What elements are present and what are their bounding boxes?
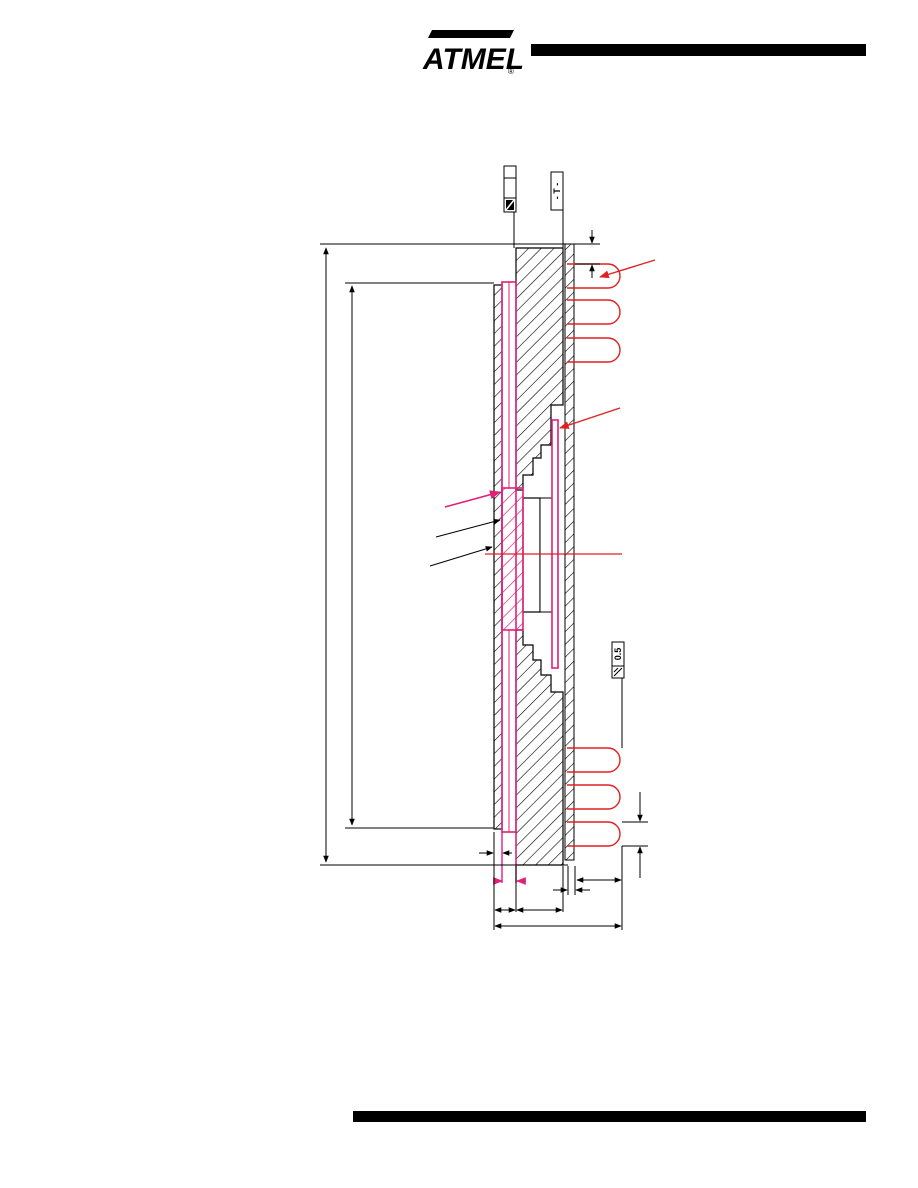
footer-bar — [353, 1111, 866, 1122]
header-bar — [531, 44, 866, 56]
lead-callouts — [444, 259, 656, 847]
flatness-value: 0.5 — [613, 648, 623, 661]
datum-t-label: - T - — [552, 183, 562, 200]
leader-arrow-1 — [435, 518, 501, 538]
datum-frame-t: - T - — [550, 171, 564, 248]
logo-text: ATMEL — [422, 43, 524, 76]
dimension-lines — [320, 230, 648, 930]
flatness-frame: 0.5 — [611, 641, 625, 748]
datum-frame-left — [503, 165, 517, 248]
registered-mark: ® — [508, 67, 514, 76]
atmel-logo: ATMEL ® — [422, 30, 524, 76]
leader-arrow-2 — [429, 546, 493, 567]
